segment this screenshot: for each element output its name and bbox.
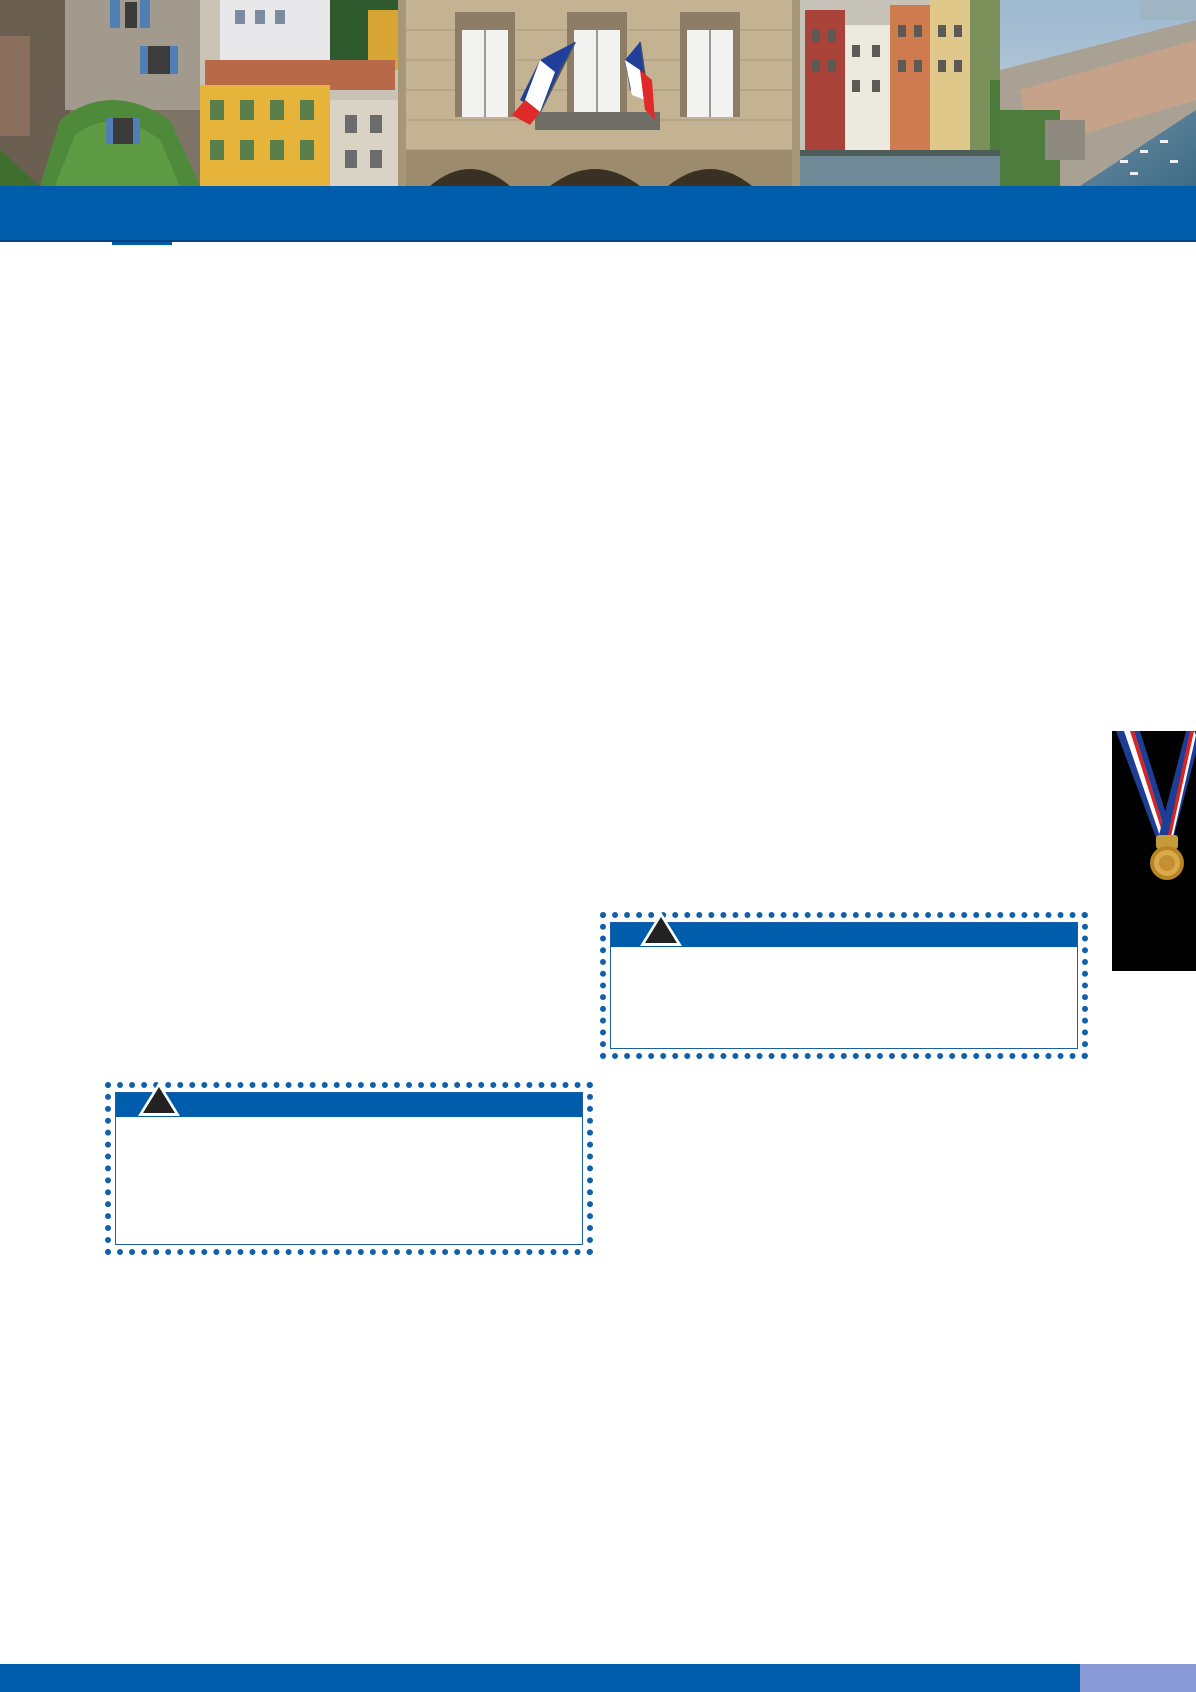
warning-box-body [611,947,1077,1048]
banner-tab-accent [112,242,172,245]
footer-bar [0,1664,1080,1692]
footer-page-tab [1080,1664,1196,1692]
header-photo-collage [0,0,1196,186]
photo-lakeside-aerial [1000,0,1196,186]
warning-box-body [116,1117,582,1244]
title-banner [0,186,1196,242]
photo-canal-houses [800,0,1008,186]
warning-triangle-icon [640,912,682,946]
warning-box-left [105,1082,593,1255]
photo-stone-houses [0,0,200,186]
warning-triangle-icon [138,1082,180,1116]
medal-icon [1116,731,1196,880]
warning-box-header [611,923,1077,947]
warning-box-right [600,912,1088,1059]
photo-town-hall [398,0,800,186]
side-medal-tab [1112,731,1196,971]
warning-box-header [116,1093,582,1117]
photo-yellow-houses [200,0,400,186]
